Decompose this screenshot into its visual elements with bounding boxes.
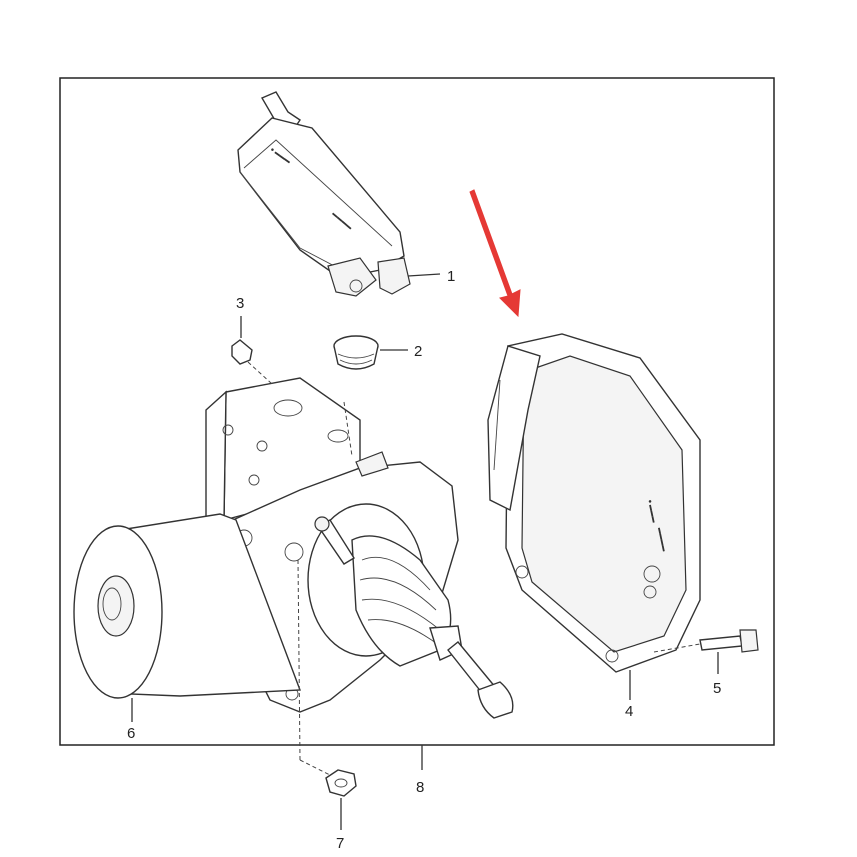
part-1-control-module: ● ▬▬▬ ▬▬▬▬ — [237, 91, 441, 297]
part-5-bolt — [653, 629, 759, 674]
callout-8: 8 — [416, 779, 424, 796]
assembly-frame — [59, 77, 775, 746]
part-2-cap — [333, 335, 408, 370]
svg-text:● ▬▬▬: ● ▬▬▬ — [646, 499, 657, 523]
callout-1: 1 — [447, 268, 455, 285]
part-6-actuator-assembly — [73, 361, 514, 719]
callout-6: 6 — [127, 725, 135, 742]
callout-4: 4 — [625, 703, 633, 720]
red-pointer-arrow — [469, 189, 521, 318]
callout-5: 5 — [713, 680, 721, 697]
callout-2: 2 — [414, 343, 422, 360]
part-7-nut — [297, 559, 357, 830]
part-3-pin — [231, 316, 253, 365]
part-4-housing-cover: ● ▬▬▬ ▬▬▬▬ — [487, 333, 701, 700]
callout-7: 7 — [336, 835, 344, 852]
callout-3: 3 — [236, 295, 244, 312]
svg-text:▬▬▬▬: ▬▬▬▬ — [656, 527, 667, 552]
